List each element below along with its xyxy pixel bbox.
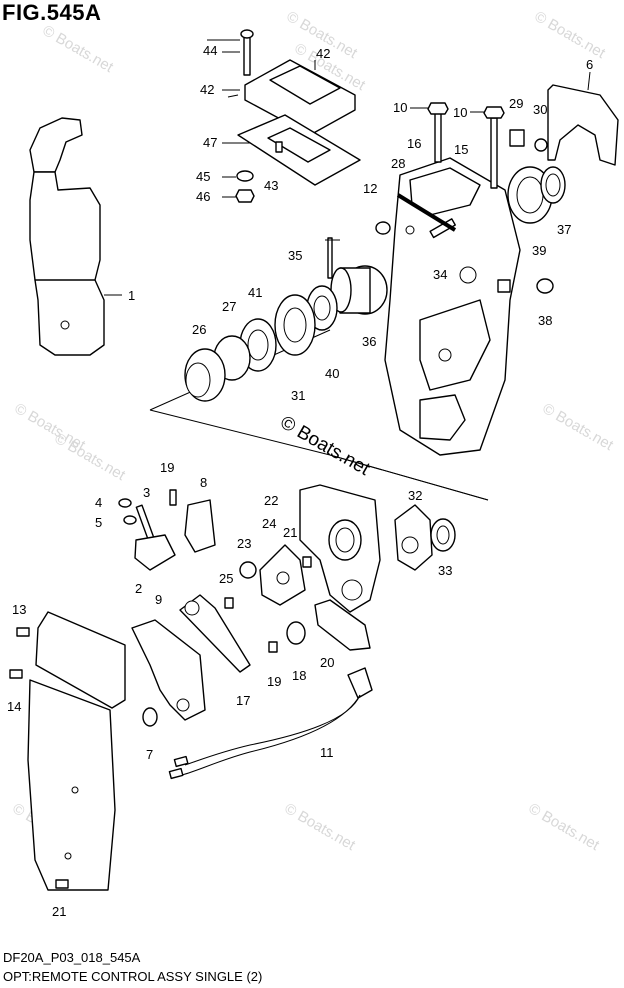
callout-40: 40 [325,366,339,381]
callout-14: 14 [7,699,21,714]
callout-2: 2 [135,581,142,596]
callout-39: 39 [532,243,546,258]
small-fittings [327,221,554,294]
callout-28: 28 [391,156,405,171]
lower-cover-plate [9,611,126,891]
cover-plate-assembly [222,29,361,203]
callout-8: 8 [200,475,207,490]
throttle-cam-part [394,504,456,571]
callout-36: 36 [362,334,376,349]
control-base-part [299,484,381,651]
callout-46: 46 [196,189,210,204]
callout-labels: 1 2 3 4 5 6 7 8 9 10 10 11 12 13 14 15 1… [7,43,593,919]
callout-12: 12 [363,181,377,196]
ring-set-right [507,166,566,224]
drum-assembly [184,239,388,402]
callout-35: 35 [288,248,302,263]
callout-31: 31 [291,388,305,403]
callout-16: 16 [407,136,421,151]
callout-4: 4 [95,495,102,510]
callout-17: 17 [236,693,250,708]
callout-47: 47 [203,135,217,150]
callout-38: 38 [538,313,552,328]
callout-41: 41 [248,285,262,300]
diagram-code: DF20A_P03_018_545A [3,950,141,965]
callout-25: 25 [219,571,233,586]
callout-10: 10 [393,100,407,115]
callout-33: 33 [438,563,452,578]
callout-15: 15 [454,142,468,157]
neutral-switch-assembly [179,544,306,673]
callout-24: 24 [262,516,276,531]
figure-title: FIG.545A [2,0,102,25]
main-housing-part [384,157,521,456]
callout-22: 22 [264,493,278,508]
callout-18: 18 [292,668,306,683]
callout-9: 9 [155,592,162,607]
callout-30: 30 [533,102,547,117]
callout-34: 34 [433,267,447,282]
callout-5: 5 [95,515,102,530]
wire-harness-part [168,667,373,780]
bolt-set [415,102,548,189]
callout-19: 19 [160,460,174,475]
callout-43: 43 [264,178,278,193]
callout-11: 11 [320,745,334,760]
side-cover-part [547,71,619,166]
cam-plate-part [131,619,206,727]
callout-37: 37 [557,222,571,237]
callout-10: 10 [453,105,467,120]
callout-13: 13 [12,602,26,617]
callout-19: 19 [267,674,281,689]
callout-32: 32 [408,488,422,503]
diagram-name: OPT:REMOTE CONTROL ASSY SINGLE (2) [3,969,263,984]
callout-42: 42 [316,46,330,61]
callout-7: 7 [146,747,153,762]
callout-21: 21 [52,904,66,919]
control-handle-part [29,117,122,356]
callout-6: 6 [586,57,593,72]
shift-lever-assembly [118,489,216,571]
callout-21: 21 [283,525,297,540]
callout-44: 44 [203,43,217,58]
divider-line [329,454,489,501]
callout-26: 26 [192,322,206,337]
callout-20: 20 [320,655,334,670]
callout-27: 27 [222,299,236,314]
callout-45: 45 [196,169,210,184]
callout-3: 3 [143,485,150,500]
callout-29: 29 [509,96,523,111]
callout-23: 23 [237,536,251,551]
callout-1: 1 [128,288,135,303]
callout-42: 42 [200,82,214,97]
